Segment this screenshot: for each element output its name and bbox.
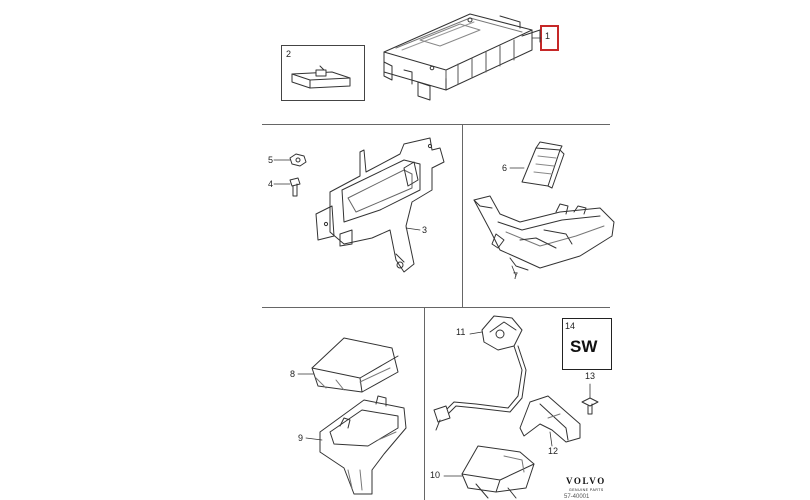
callout-12[interactable]: 12 [548, 446, 559, 456]
callout-7[interactable]: 7 [513, 271, 519, 281]
part-10-unit [461, 445, 535, 499]
software-badge-label: SW [570, 337, 598, 356]
callout-9[interactable]: 9 [298, 433, 304, 443]
part-7-tray [473, 195, 615, 271]
part-9-holder [319, 395, 407, 495]
callout-13[interactable]: 13 [585, 371, 596, 381]
volvo-logo: VOLVO [566, 476, 606, 486]
callout-10[interactable]: 10 [430, 470, 441, 480]
diagram-reference: 57-40001 [564, 494, 590, 500]
part-1-control-module [383, 13, 541, 101]
divider-top [262, 124, 610, 125]
callout-1[interactable]: 1 [545, 31, 551, 41]
part-4-bolt [289, 177, 301, 197]
divider-vertical-lower [424, 307, 425, 500]
genuine-parts-text: GENUINE PARTS [569, 488, 604, 492]
software-badge-box[interactable] [562, 318, 612, 370]
part-6-connector [521, 141, 565, 189]
part-2-component [291, 65, 351, 89]
callout-14[interactable]: 14 [565, 321, 576, 331]
part-3-bracket [315, 137, 445, 273]
callout-4[interactable]: 4 [268, 179, 274, 189]
callout-8[interactable]: 8 [290, 369, 296, 379]
divider-middle [262, 307, 610, 308]
divider-vertical-upper [462, 124, 463, 307]
part-11-sensor-with-cable [433, 315, 527, 431]
part-12-bracket [519, 395, 581, 443]
leader-lines [273, 37, 591, 477]
callout-11[interactable]: 11 [456, 327, 466, 337]
part-5-nut [289, 153, 307, 167]
callout-6[interactable]: 6 [502, 163, 508, 173]
callout-3[interactable]: 3 [422, 225, 428, 235]
callout-2[interactable]: 2 [286, 49, 292, 59]
callout-5[interactable]: 5 [268, 155, 274, 165]
part-2-inset-box [281, 45, 365, 101]
part-13-screw [581, 397, 599, 415]
part-8-cover [311, 337, 399, 393]
